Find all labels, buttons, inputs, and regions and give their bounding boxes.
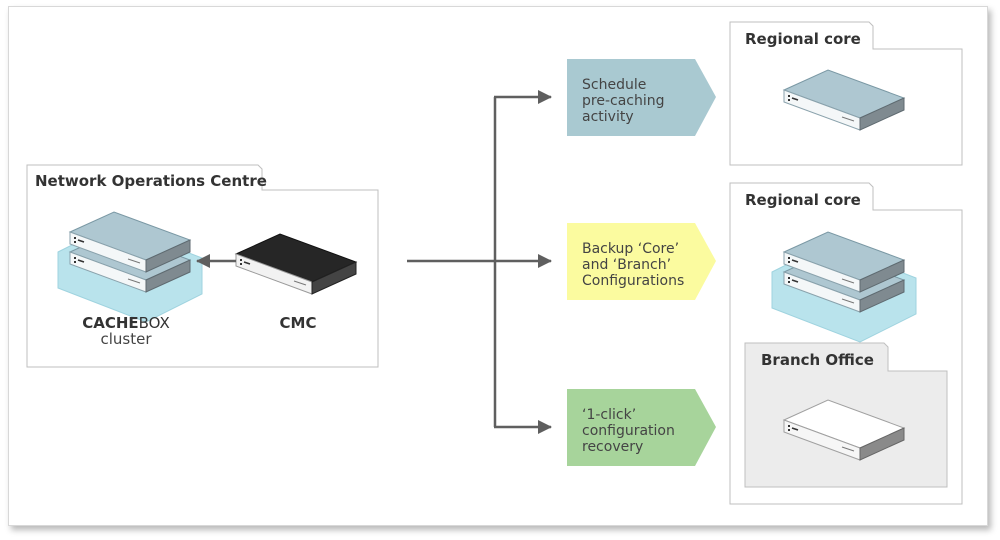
cachebox-label: CACHEBOX (82, 314, 170, 332)
cmc-label: CMC (280, 314, 317, 332)
action-schedule-line1: Schedule (582, 77, 646, 93)
cachebox-label-rest: BOX (139, 314, 170, 332)
noc-panel: Network Operations Centre CACHEBOX clust… (26, 164, 379, 368)
action-recovery-line3: recovery (582, 439, 643, 455)
regional-core-2-title: Regional core (745, 191, 861, 209)
connector-arrows (407, 90, 552, 434)
cachebox-label-cluster: cluster (100, 330, 152, 348)
action-schedule: Schedule pre-caching activity (567, 59, 716, 136)
action-recovery-line1: ‘1-click’ (582, 407, 636, 423)
cachebox-label-bold: CACHE (82, 314, 138, 332)
action-recovery: ‘1-click’ configuration recovery (567, 389, 716, 466)
action-backup-line2: and ‘Branch’ (582, 257, 671, 273)
action-recovery-line2: configuration (582, 423, 675, 439)
action-backup-line1: Backup ‘Core’ (582, 241, 679, 257)
branch-office-panel: Branch Office (744, 342, 948, 488)
noc-panel-title: Network Operations Centre (35, 172, 267, 190)
branch-office-title: Branch Office (761, 351, 874, 369)
action-schedule-line2: pre-caching (582, 93, 665, 109)
action-backup: Backup ‘Core’ and ‘Branch’ Configuration… (567, 223, 716, 300)
action-backup-line3: Configurations (582, 273, 684, 289)
action-schedule-line3: activity (582, 109, 634, 125)
regional-core-panel-1: Regional core (729, 21, 963, 166)
regional-core-1-title: Regional core (745, 30, 861, 48)
